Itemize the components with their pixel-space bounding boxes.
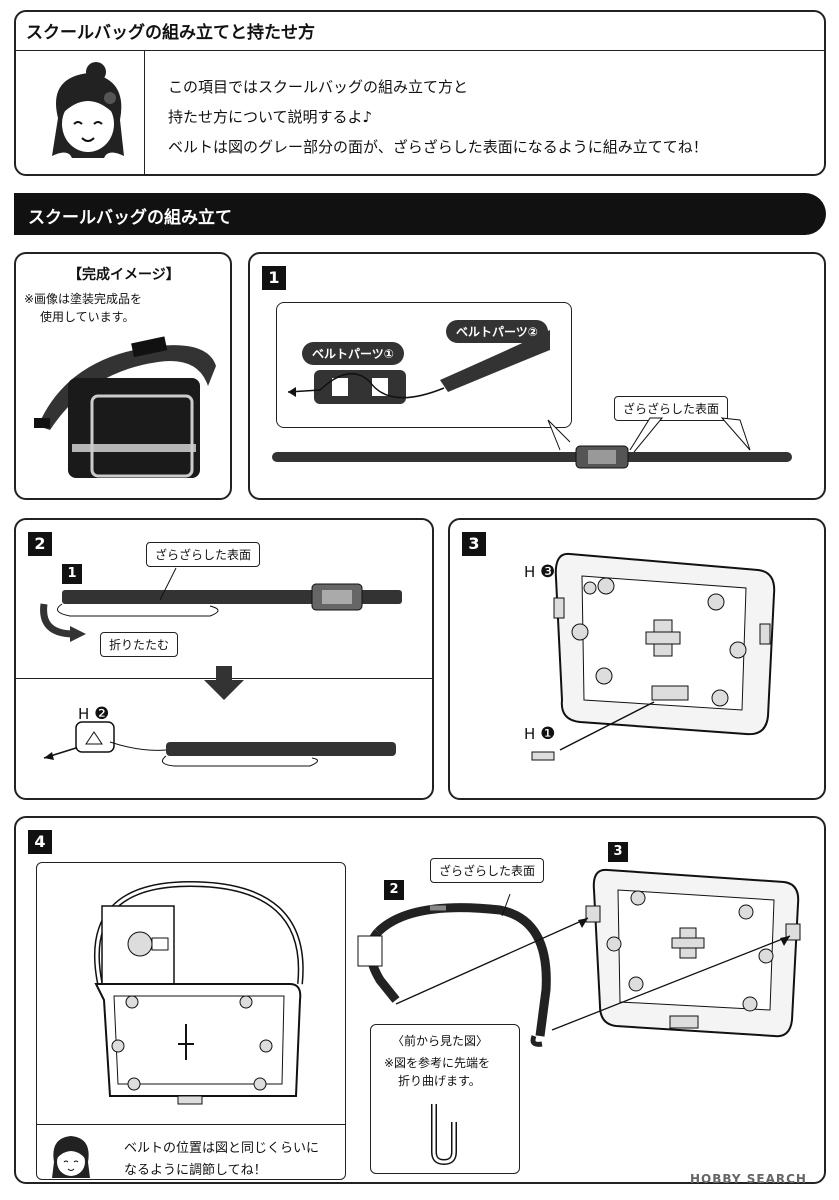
section-title: スクールバッグの組み立て — [14, 193, 826, 235]
belt-part1-label: ベルトパーツ① — [302, 342, 404, 365]
tip-line: なるように調節してね！ — [124, 1163, 267, 1179]
step4-number: 4 — [28, 830, 52, 854]
front-view-note: ※図を参考に先端を 折り曲げます。 — [384, 1054, 490, 1090]
tip-avatar-icon — [52, 1136, 90, 1178]
h1-letter: H — [524, 725, 536, 743]
tip-divider — [36, 1124, 346, 1125]
belt-part2-label: ベルトパーツ② — [446, 320, 548, 343]
character-avatar-icon — [52, 62, 124, 158]
watermark: HOBBY SEARCH — [690, 1172, 807, 1186]
hook-shape-icon — [431, 1104, 457, 1166]
step2-attach-illustration — [43, 721, 396, 767]
fold-label: 折りたたむ — [100, 632, 179, 657]
step4-sub3-number: 3 — [608, 842, 628, 862]
h1-number: ❶ — [540, 724, 556, 744]
preview-note-line: ※画像は塗装完成品を — [24, 292, 143, 306]
step2-sub-number: 1 — [62, 564, 82, 584]
intro-line: この項目ではスクールバッグの組み立て方と — [168, 78, 469, 96]
title-divider — [16, 50, 824, 51]
front-view-note-line: ※図を参考に先端を — [384, 1056, 491, 1070]
h3-number: ❸ — [540, 562, 556, 582]
preview-note-line: 使用しています。 — [40, 310, 135, 324]
intro-line: ベルトは図のグレー部分の面が、ざらざらした表面になるように組み立ててね！ — [168, 138, 708, 156]
intro-line: 持たせ方について説明するよ♪ — [168, 108, 373, 126]
h2-label: H ❷ — [78, 704, 109, 724]
intro-text: この項目ではスクールバッグの組み立て方と 持たせ方について説明するよ♪ ベルトは… — [168, 72, 708, 162]
step4-belt-illustration — [357, 893, 551, 1047]
h1-label: H ❶ — [524, 724, 555, 744]
step1-belt-illustration — [272, 417, 792, 469]
step1-parts-illustration — [287, 330, 550, 404]
step4-side-view-illustration — [93, 880, 304, 1105]
front-view-box — [370, 1024, 520, 1174]
preview-note: ※画像は塗装完成品を 使用しています。 — [24, 290, 142, 326]
step2-fold-illustration — [40, 567, 402, 642]
tip-text: ベルトの位置は図と同じくらいに なるように調節してね！ — [124, 1138, 319, 1182]
tip-line: ベルトの位置は図と同じくらいに — [124, 1141, 320, 1156]
preview-heading: 【完成イメージ】 — [68, 267, 180, 283]
front-view-note-line: 折り曲げます。 — [398, 1074, 481, 1088]
h2-letter: H — [78, 705, 90, 723]
rough-surface-label-3: ざらざらした表面 — [430, 858, 545, 883]
intro-box: スクールバッグの組み立てと持たせ方 — [14, 10, 826, 176]
rough-surface-label-1: ざらざらした表面 — [614, 396, 729, 421]
h3-label: H ❸ — [524, 562, 555, 582]
rough-surface-label-2: ざらざらした表面 — [146, 542, 261, 567]
step3-number: 3 — [462, 532, 486, 556]
bag-photo-icon — [34, 336, 216, 478]
step2-number: 2 — [28, 532, 52, 556]
step4-frame-illustration — [585, 868, 801, 1038]
down-arrow-icon — [204, 666, 244, 700]
h3-letter: H — [524, 563, 536, 581]
step4-sub2-number: 2 — [384, 880, 404, 900]
page-title: スクールバッグの組み立てと持たせ方 — [26, 23, 315, 43]
attach-arrows — [395, 917, 791, 1031]
front-view-title: 〈前から見た図〉 — [392, 1034, 489, 1048]
portrait-divider — [144, 50, 145, 174]
h2-number: ❷ — [94, 704, 110, 724]
step1-number: 1 — [262, 266, 286, 290]
bag-frame-illustration — [531, 552, 776, 761]
